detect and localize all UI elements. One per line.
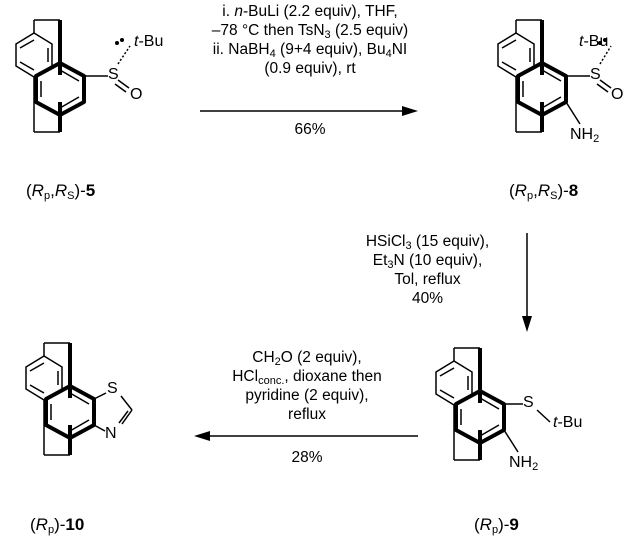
c8-sulfur: S bbox=[590, 66, 601, 83]
c8-bond-tbu bbox=[599, 45, 612, 65]
arrow-1-line-3: ii. NaBH4 (9+4 equiv), Bu4NI bbox=[212, 41, 408, 60]
compound-5-structure bbox=[14, 18, 131, 134]
arrow-1-conditions: i. n-BuLi (2.2 equiv), THF, –78 °C then … bbox=[195, 2, 425, 78]
c8-bond-o-1 bbox=[599, 79, 612, 89]
arrow-3-line-2: HClconc., dioxane then bbox=[232, 368, 382, 387]
c5-oxygen: O bbox=[130, 86, 143, 103]
c10-bond-s bbox=[93, 392, 107, 400]
c10-nitrogen: N bbox=[105, 425, 117, 442]
c10-bond-n bbox=[93, 424, 106, 432]
c9-tbu: t-Bu bbox=[553, 414, 583, 431]
c9-amine: NH2 bbox=[509, 454, 539, 473]
arrow-1-line-1: i. n-BuLi (2.2 equiv), THF, bbox=[222, 3, 398, 20]
c8-bond-o-2 bbox=[596, 83, 609, 93]
c8-amine: NH2 bbox=[570, 126, 600, 145]
arrow-1-line-2: –78 °C then TsN3 (2.5 equiv) bbox=[211, 22, 409, 41]
arrow-2-yield: 40% bbox=[411, 290, 444, 307]
c10-sulfur: S bbox=[107, 380, 118, 397]
c10-bond-cs bbox=[120, 395, 133, 411]
c5-lone-pair bbox=[120, 38, 124, 42]
c5-bond-tbu bbox=[117, 45, 131, 65]
arrow-1 bbox=[200, 106, 418, 116]
c9-bond-tbu bbox=[536, 409, 551, 423]
arrow-3-conditions: CH2O (2 equiv), HClconc., dioxane then p… bbox=[192, 348, 422, 424]
arrow-3 bbox=[194, 431, 418, 441]
compound-8-structure bbox=[496, 18, 612, 134]
c10-bond-cn-double bbox=[118, 410, 129, 424]
arrow-3-line-1: CH2O (2 equiv), bbox=[252, 349, 362, 368]
compound-10-label: (Rp)-10 bbox=[30, 515, 85, 536]
compound-9-structure bbox=[434, 346, 551, 462]
arrow-2-line-1: HSiCl3 (15 equiv), bbox=[365, 233, 490, 252]
c5-bond-o-2 bbox=[114, 83, 127, 93]
c9-bond-nh2 bbox=[503, 429, 519, 453]
c8-lone-pair bbox=[598, 41, 602, 45]
arrow-2 bbox=[522, 233, 532, 332]
compound-9-label: (Rp)-9 bbox=[474, 515, 519, 536]
arrow-2-conditions: HSiCl3 (15 equiv), Et3N (10 equiv), Tol,… bbox=[335, 232, 520, 308]
arrow-3-line-4: reflux bbox=[288, 406, 326, 423]
arrow-3-yield: 28% bbox=[291, 449, 323, 466]
compound-5-label: (Rp,RS)-5 bbox=[26, 181, 96, 202]
arrow-3-line-3: pyridine (2 equiv), bbox=[245, 387, 369, 404]
c5-lone-pair bbox=[115, 41, 119, 45]
c5-tbu: t-Bu bbox=[134, 33, 164, 50]
c8-lone-pair bbox=[603, 38, 607, 42]
compound-10-structure bbox=[24, 341, 133, 457]
c8-tbu: t-Bu bbox=[579, 33, 609, 50]
c8-bond-nh2 bbox=[565, 101, 581, 125]
c5-sulfur: S bbox=[108, 66, 119, 83]
arrow-1-yield: 66% bbox=[294, 121, 326, 138]
arrow-2-line-2: Et3N (10 equiv), bbox=[372, 252, 483, 271]
arrow-2-line-3: Tol, reflux bbox=[394, 271, 461, 288]
arrow-1-line-4: (0.9 equiv), rt bbox=[264, 60, 356, 77]
c8-oxygen: O bbox=[611, 86, 624, 103]
c10-bond-cn bbox=[121, 409, 133, 425]
compound-8-label: (Rp,RS)-8 bbox=[509, 181, 579, 202]
c5-bond-o-1 bbox=[117, 79, 130, 89]
c9-sulfur: S bbox=[523, 394, 534, 411]
